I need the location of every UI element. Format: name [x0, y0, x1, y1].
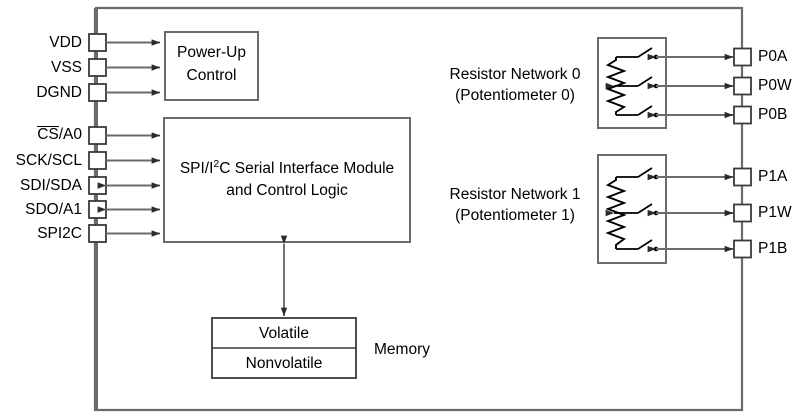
right-pin-pads [733, 47, 752, 259]
serial-interface-line1: SPI/I2C Serial Interface Module [164, 157, 410, 178]
pin-label-p0w: P0W [758, 77, 792, 94]
resistor-network-1-graphic [597, 154, 734, 264]
pin-label-vss: VSS [50, 59, 82, 76]
pin-label-p1a: P1A [758, 168, 788, 185]
memory-caption: Memory [374, 341, 430, 358]
pin-label-sdi-sda: SDI/SDA [19, 177, 82, 194]
pin-label-p0a: P0A [758, 48, 788, 65]
pin-label-vdd: VDD [49, 34, 82, 51]
memory-nonvolatile-label: Nonvolatile [245, 355, 323, 372]
pin-label-p0b: P0B [758, 106, 788, 123]
memory-block [211, 317, 357, 379]
pin-label-cs-a0: CS/A0 [4, 126, 82, 144]
power-up-control-line2: Control [186, 67, 237, 84]
resistor-network-0-line1: Resistor Network 0 [449, 66, 581, 83]
pin-label-p1w: P1W [758, 204, 792, 221]
resistor-network-1-line2: (Potentiometer 1) [455, 207, 575, 224]
power-up-control-block [164, 31, 259, 101]
left-pin-pads [88, 33, 107, 243]
serial-interface-line2: and Control Logic [226, 182, 348, 199]
serial-interface-block [163, 117, 411, 243]
pin-label-dgnd: DGND [36, 84, 82, 101]
pin-label-cs-rest: /A0 [58, 126, 82, 143]
resistor-network-1-line1: Resistor Network 1 [449, 186, 581, 203]
pin-label-sdo-a1: SDO/A1 [25, 201, 82, 218]
pin-label-spi2c: SPI2C [37, 225, 82, 242]
memory-volatile-label: Volatile [259, 325, 309, 342]
resistor-network-0-graphic [597, 37, 734, 129]
pin-label-p1b: P1B [758, 240, 788, 257]
pin-label-sck-scl: SCK/SCL [15, 152, 82, 169]
serial-interface-rest-text: C Serial Interface Module [219, 160, 395, 177]
power-up-control-line1: Power-Up [177, 44, 246, 61]
serial-interface-spi-text: SPI/I [179, 160, 214, 177]
serial-interface-superscript-2: 2 [213, 157, 220, 170]
left-pin-connections [97, 39, 161, 237]
pin-label-cs-overbar: CS [37, 126, 59, 143]
resistor-network-0-line2: (Potentiometer 0) [455, 87, 575, 104]
